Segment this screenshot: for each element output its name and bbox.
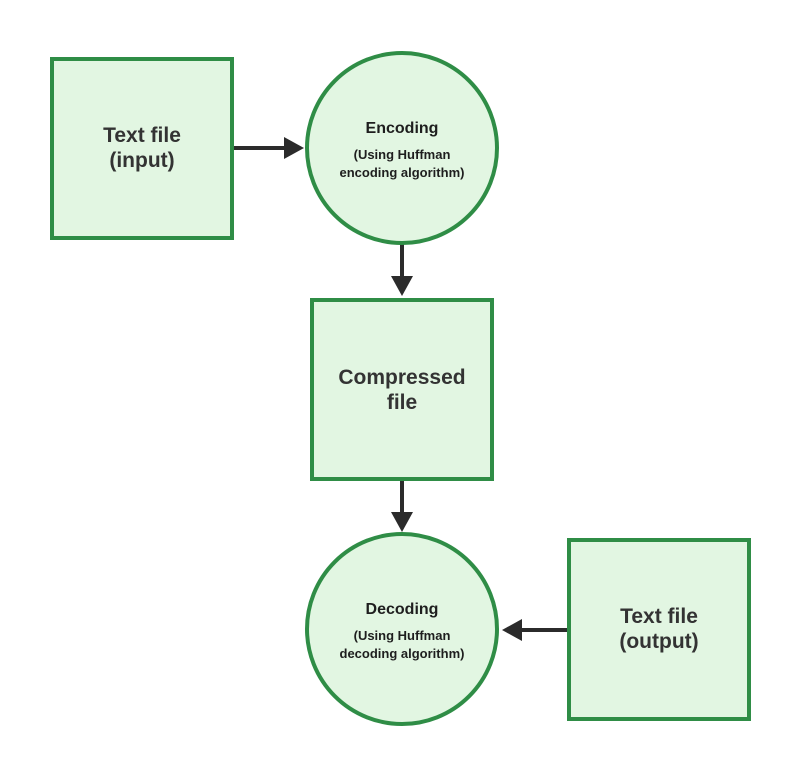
arrow-encoding-to-compressed: [391, 244, 413, 296]
text-file-input-node: Text file (input): [50, 57, 234, 240]
text-output-line1: Text file: [620, 605, 698, 628]
arrow-input-to-encoding: [234, 137, 304, 159]
decoding-sub1: (Using Huffman: [354, 628, 451, 643]
encoding-sub2: encoding algorithm): [340, 165, 465, 180]
text-input-line2: (input): [109, 149, 174, 172]
compressed-file-node: Compressed file: [310, 298, 494, 481]
text-output-line2: (output): [619, 630, 698, 653]
compressed-line1: Compressed: [338, 366, 465, 389]
decoding-title: Decoding: [366, 601, 439, 618]
decoding-node: Decoding (Using Huffman decoding algorit…: [305, 532, 499, 726]
compressed-line2: file: [387, 391, 417, 414]
encoding-title: Encoding: [366, 120, 439, 137]
arrow-output-to-decoding: [502, 619, 568, 641]
arrow-compressed-to-decoding: [391, 481, 413, 532]
text-file-output-node: Text file (output): [567, 538, 751, 721]
encoding-sub1: (Using Huffman: [354, 147, 451, 162]
encoding-node: Encoding (Using Huffman encoding algorit…: [305, 51, 499, 245]
text-input-line1: Text file: [103, 124, 181, 147]
decoding-sub2: decoding algorithm): [340, 646, 465, 661]
